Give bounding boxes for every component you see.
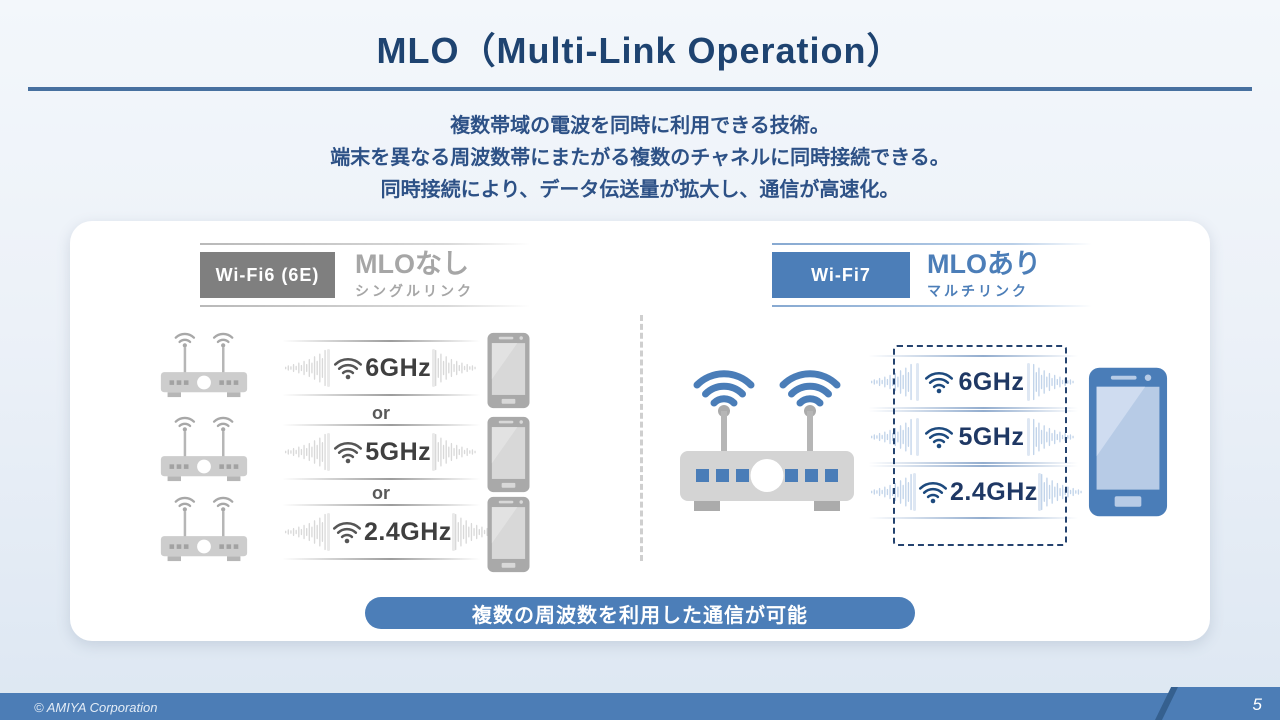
waveform: [285, 348, 327, 388]
frequency-label: 6GHz: [365, 353, 432, 382]
waveform-bar: [327, 433, 331, 471]
multilink-dashed-box: [893, 345, 1067, 546]
waveform-bar: [1027, 363, 1031, 401]
waveform-bar: [431, 349, 435, 387]
or-separator: or: [372, 483, 390, 503]
frequency-label: 2.4GHz: [364, 517, 452, 546]
frequency-band-6ghz: 6GHz: [282, 340, 480, 396]
footer-corner: [1162, 687, 1280, 720]
waveform-bar: [1027, 418, 1031, 456]
wifi7-panel-header: Wi-Fi7 MLOあり マルチリンク: [772, 243, 1092, 307]
title-underline: [28, 87, 1252, 91]
phone-icon-wifi7: [1088, 366, 1168, 518]
mode-title: MLOなし: [355, 249, 469, 279]
wifi7-badge: Wi-Fi7: [772, 252, 910, 298]
description-line: 同時接続により、データ伝送量が拡大し、通信が高速化。: [380, 179, 900, 201]
waveform-bar: [431, 433, 435, 471]
frequency-band-2-4ghz: 2.4GHz: [282, 504, 480, 560]
or-separator: or: [372, 403, 390, 423]
footer-bar: [0, 693, 1280, 720]
frequency-band-2-4ghz: 2.4GHz: [868, 465, 1078, 519]
wifi-icon: [330, 519, 364, 545]
copyright: © AMIYA Corporation: [34, 700, 158, 715]
waveform-bar: [1037, 473, 1041, 511]
description: 複数帯域の電波を同時に利用できる技術。 端末を異なる周波数帯にまたがる複数のチャ…: [0, 110, 1280, 206]
frequency-label: 5GHz: [958, 422, 1025, 451]
waveform-bar: [327, 513, 330, 551]
waveform: [285, 512, 327, 552]
wifi6-panel-header: Wi-Fi6 (6E) MLOなし シングルリンク: [200, 243, 530, 307]
page-title: MLO（Multi-Link Operation）: [376, 30, 904, 71]
waveform-bar: [913, 473, 916, 511]
frequency-label: 5GHz: [365, 437, 432, 466]
wifi-icon: [331, 439, 365, 465]
description-line: 複数帯域の電波を同時に利用できる技術。: [450, 115, 830, 137]
phone-icon: [487, 416, 530, 493]
description-line: 端末を異なる周波数帯にまたがる複数のチャネルに同時接続できる。: [330, 147, 950, 169]
mode-subtitle: マルチリンク: [927, 283, 1029, 299]
phone-icon: [487, 332, 530, 409]
waveform: [435, 432, 477, 472]
router-icon-wifi7: [672, 363, 862, 521]
frequency-band-5ghz: 5GHz: [282, 424, 480, 480]
page-number: 5: [1252, 695, 1262, 714]
waveform-bar: [915, 418, 919, 456]
mode-title: MLOあり: [927, 249, 1041, 279]
frequency-band-5ghz: 5GHz: [868, 410, 1078, 464]
frequency-label: 2.4GHz: [950, 477, 1038, 506]
mode-subtitle: シングルリンク: [355, 283, 474, 299]
conclusion-pill: 複数の周波数を利用した通信が可能: [365, 597, 915, 629]
wifi6-mode: MLOなし シングルリンク: [355, 249, 474, 301]
phone-icon: [487, 496, 530, 573]
frequency-band-6ghz: 6GHz: [868, 355, 1078, 409]
waveform: [285, 432, 327, 472]
router-icon: [156, 330, 252, 399]
wifi6-badge: Wi-Fi6 (6E): [200, 252, 335, 298]
comparison-card: Wi-Fi6 (6E) MLOなし シングルリンク Wi-Fi7 MLOあり マ…: [70, 221, 1210, 641]
frequency-label: 6GHz: [958, 367, 1025, 396]
router-icon: [156, 414, 252, 483]
waveform-bar: [327, 349, 331, 387]
wifi7-mode: MLOあり マルチリンク: [927, 249, 1041, 301]
panel-divider: [640, 315, 643, 561]
waveform-bar: [451, 513, 455, 551]
router-icon: [156, 494, 252, 563]
waveform: [435, 348, 477, 388]
waveform-bar: [915, 363, 919, 401]
wifi-icon: [331, 355, 365, 381]
